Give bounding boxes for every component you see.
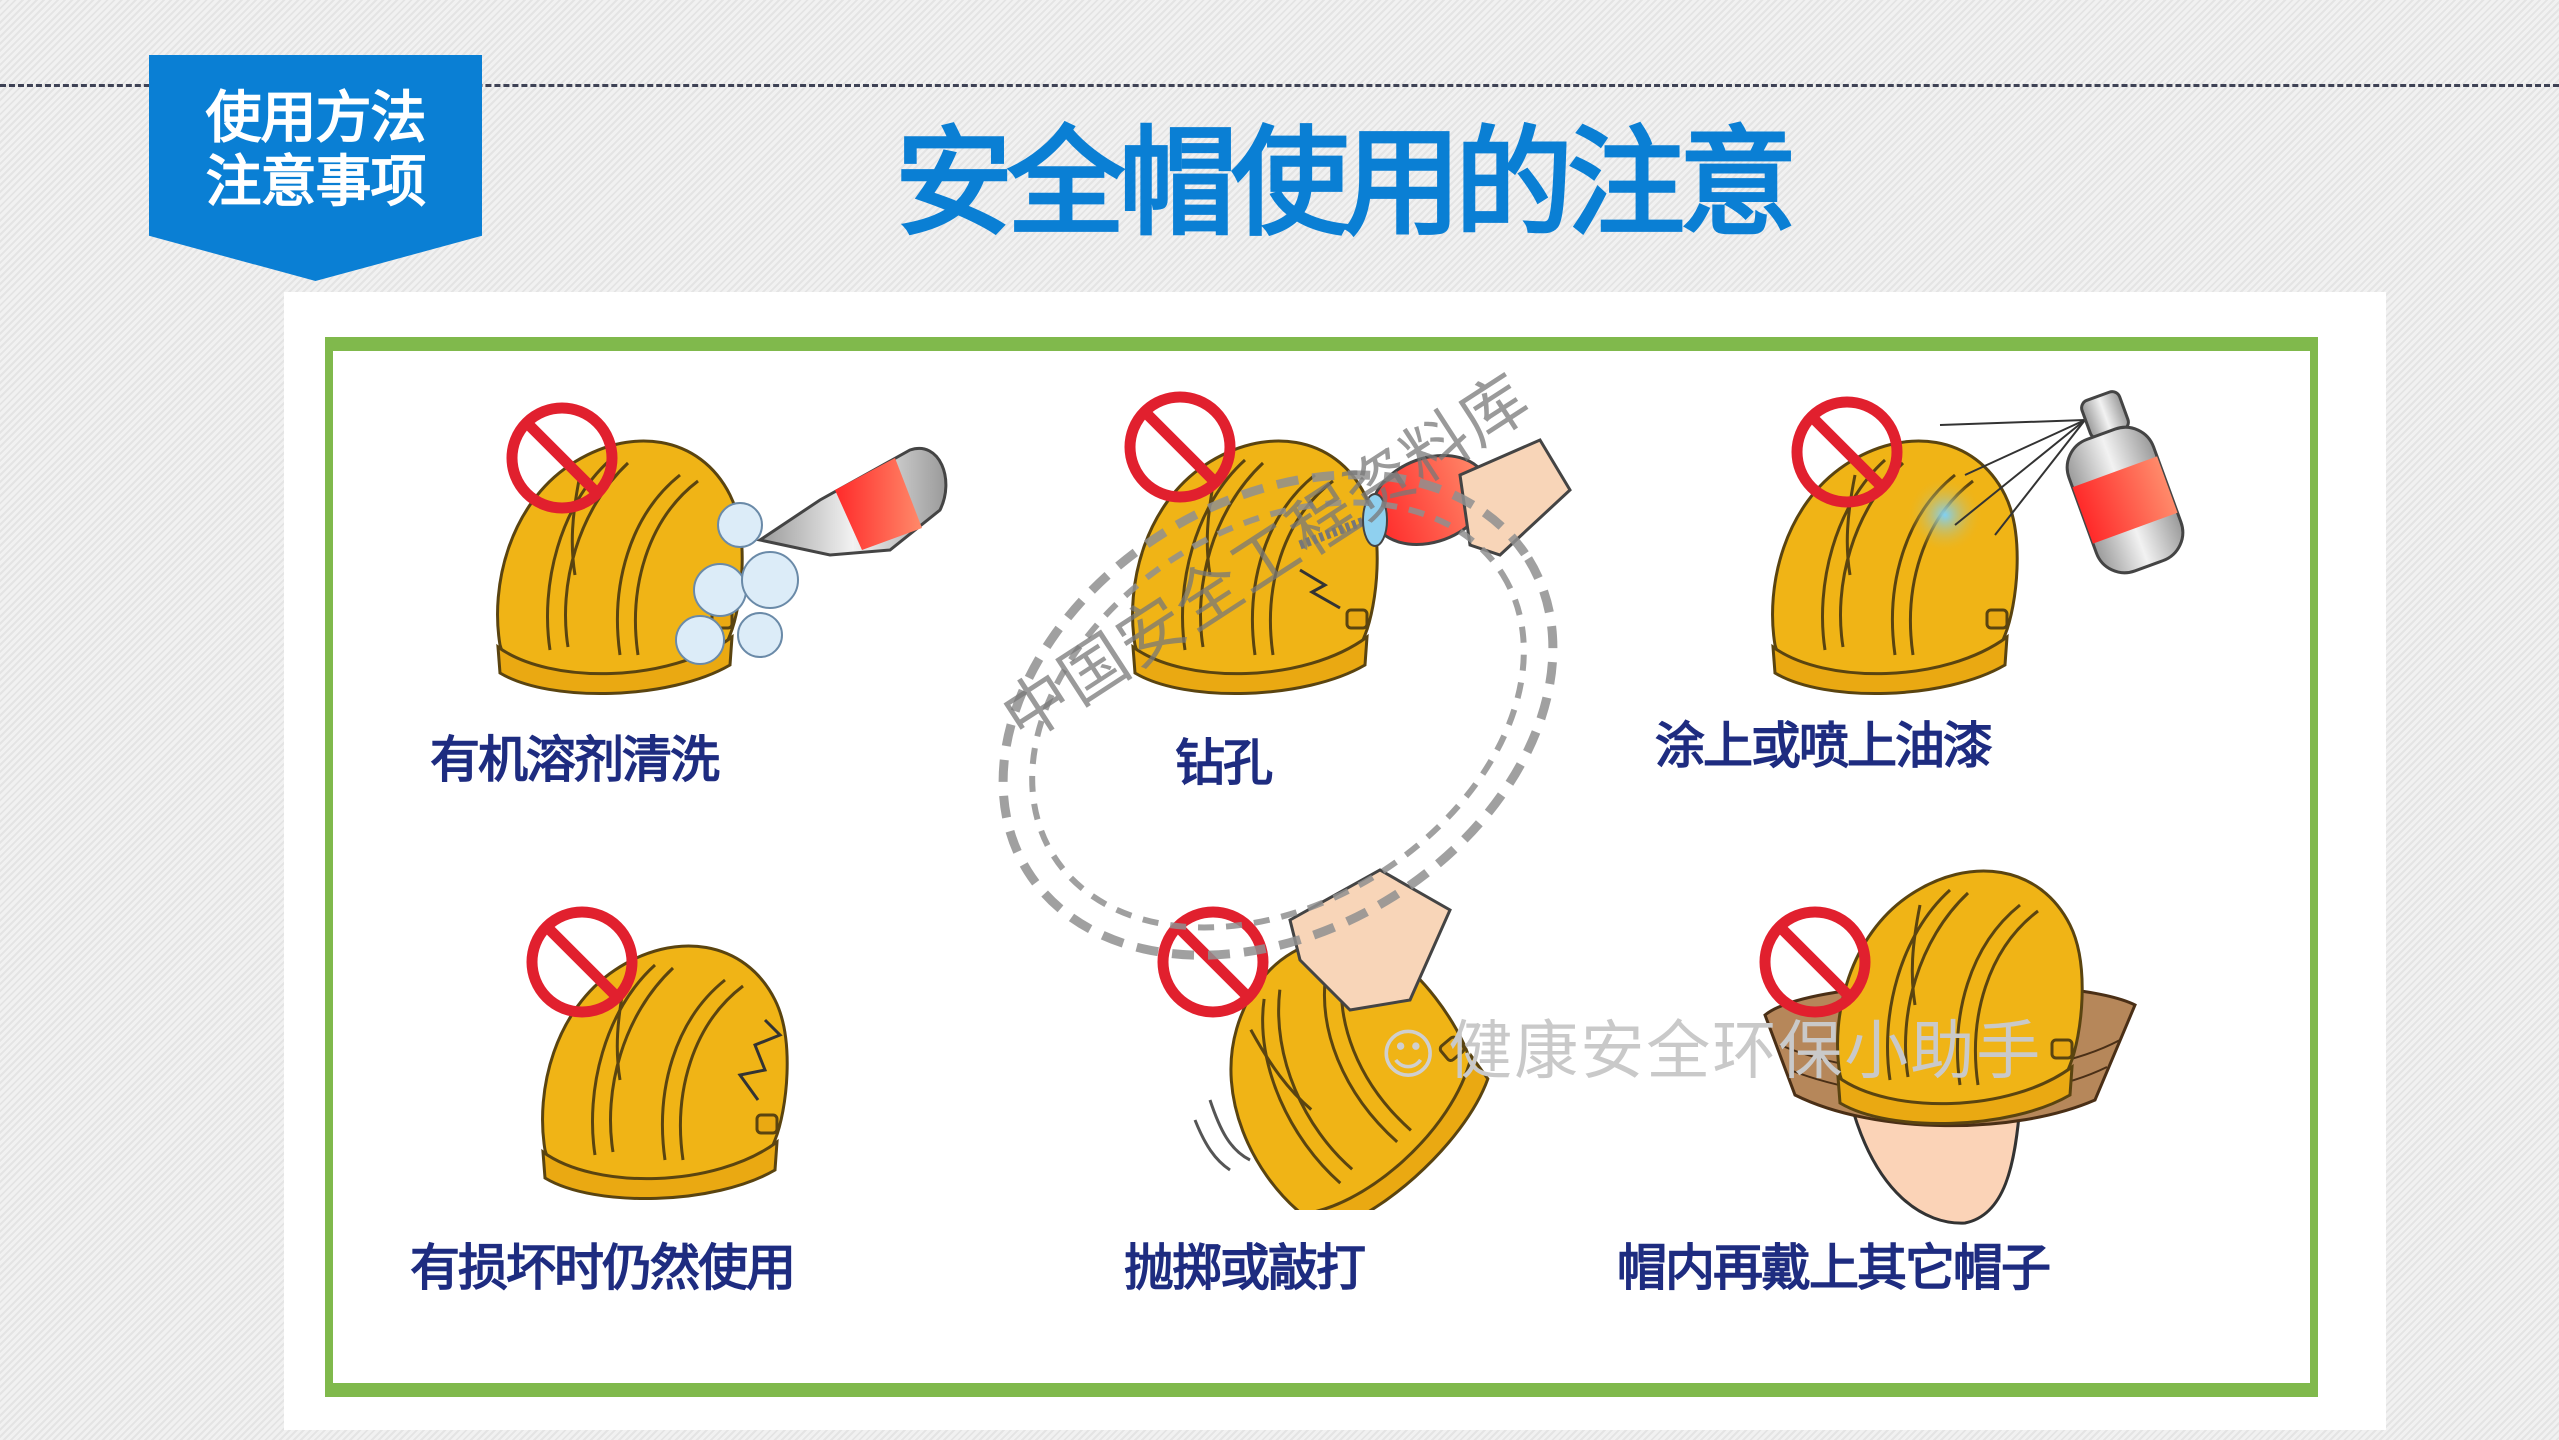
face-icon <box>1848 1098 2022 1225</box>
helmet-spray-paint-illustration <box>1771 390 2185 696</box>
spray-lines <box>1939 419 2086 536</box>
badge-line-1: 使用方法 <box>205 86 427 151</box>
spray-can-icon <box>2065 390 2185 575</box>
section-badge: 使用方法 注意事项 <box>149 55 482 281</box>
paint-spot <box>1907 477 1983 553</box>
solvent-bottle-icon <box>756 446 948 557</box>
page-title: 安全帽使用的注意 <box>895 114 1797 252</box>
wechat-icon: ☺ <box>1380 1023 1439 1086</box>
header-dashed-divider <box>0 84 2559 87</box>
motion-lines <box>1193 1099 1251 1172</box>
label-throw-or-strike: 抛掷或敲打 <box>1124 1239 1366 1297</box>
label-hat-inside-helmet: 帽内再戴上其它帽子 <box>1617 1239 2051 1297</box>
solvent-cloud-icon <box>675 502 799 665</box>
crack-icon <box>737 1018 783 1101</box>
green-frame <box>325 337 2318 1397</box>
prohibition-icon <box>1130 397 1230 497</box>
prohibition-icon <box>1163 912 1263 1012</box>
section-badge-text: 使用方法 注意事项 <box>149 87 482 215</box>
helmet-cracked-illustration <box>510 895 789 1201</box>
label-spray-paint: 涂上或喷上油漆 <box>1655 717 1993 775</box>
label-damaged-still-used: 有损坏时仍然使用 <box>410 1239 796 1297</box>
label-solvent-cleaning: 有机溶剂清洗 <box>430 731 720 789</box>
label-drilling: 钻孔 <box>1175 734 1273 792</box>
helmet-solvent-illustration <box>496 380 948 696</box>
helmet-over-other-hat-illustration <box>1755 869 2137 1225</box>
wechat-watermark-text: 健康安全环保小助手 <box>1448 1015 2043 1089</box>
badge-line-2: 注意事项 <box>205 150 427 215</box>
prohibition-icon <box>532 912 632 1012</box>
wechat-watermark: ☺健康安全环保小助手 <box>1380 1012 2042 1095</box>
